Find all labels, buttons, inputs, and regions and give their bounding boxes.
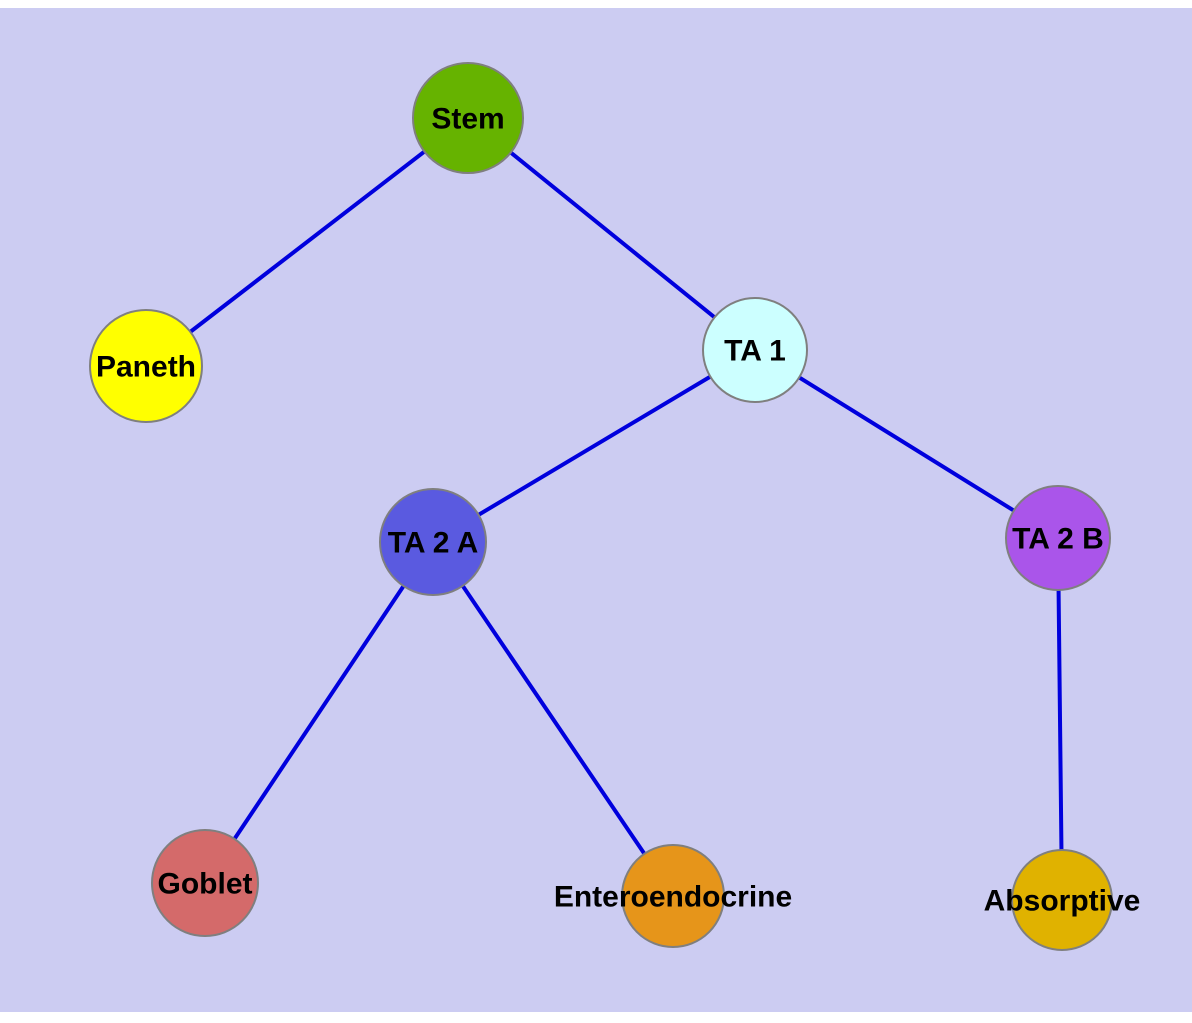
ta-2-b-circle[interactable] <box>1005 485 1111 591</box>
ta-2-a-circle[interactable] <box>379 488 487 596</box>
goblet-circle[interactable] <box>151 829 259 937</box>
node-ta-1[interactable]: TA 1 <box>702 297 808 403</box>
node-ta-2-a[interactable]: TA 2 A <box>379 488 487 596</box>
edge-ta-1-to-ta-2-b <box>753 348 1060 540</box>
edge-ta-1-to-ta-2-a <box>431 348 757 544</box>
edge-ta-2-a-to-goblet <box>203 540 435 885</box>
paneth-circle[interactable] <box>89 309 203 423</box>
edge-stem-to-ta-1 <box>466 116 757 352</box>
node-stem[interactable]: Stem <box>412 62 524 174</box>
edge-ta-2-b-to-absorptive <box>1056 536 1064 902</box>
edges-layer <box>144 116 1064 902</box>
ta-1-circle[interactable] <box>702 297 808 403</box>
absorptive-circle[interactable] <box>1011 849 1113 951</box>
edge-stem-to-paneth <box>144 116 470 368</box>
node-ta-2-b[interactable]: TA 2 B <box>1005 485 1111 591</box>
node-paneth[interactable]: Paneth <box>89 309 203 423</box>
stem-circle[interactable] <box>412 62 524 174</box>
enteroendocrine-circle[interactable] <box>621 844 725 948</box>
node-goblet[interactable]: Goblet <box>151 829 259 937</box>
edge-ta-2-a-to-enteroendocrine <box>431 540 675 898</box>
